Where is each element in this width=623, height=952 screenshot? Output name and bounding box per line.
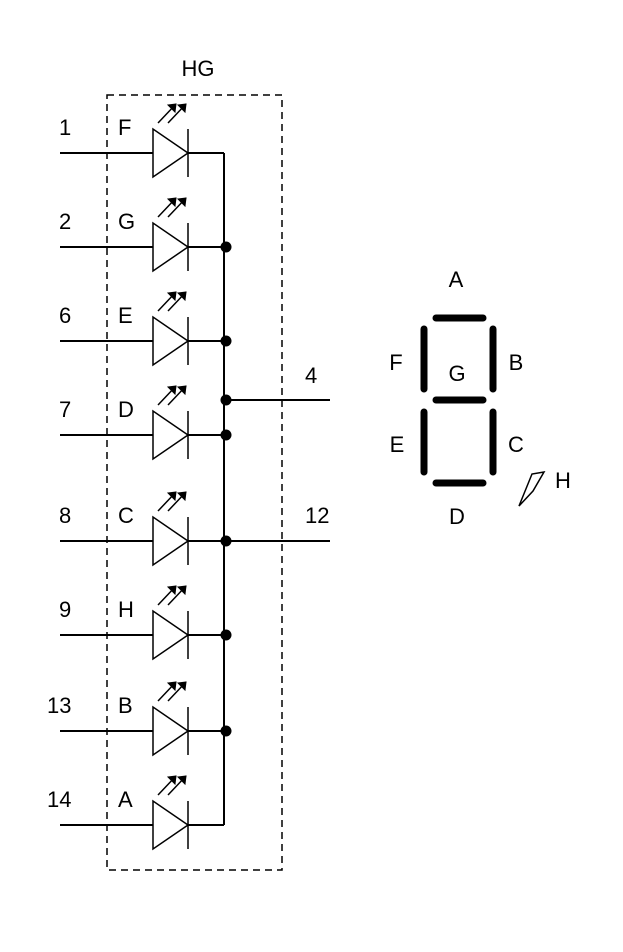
pin-number-label: 14	[47, 787, 71, 812]
segment-name-label: C	[118, 503, 134, 528]
segment-e-label: E	[390, 432, 405, 457]
pin-number-label: 9	[59, 597, 71, 622]
segment-g-label: G	[448, 361, 465, 386]
segment-d-label: D	[449, 504, 465, 529]
led-diode-triangle	[152, 409, 190, 461]
segment-a-label: A	[449, 267, 464, 292]
segment-b-label: B	[509, 350, 524, 375]
segment-name-label: H	[118, 597, 134, 622]
pin-number-label: 1	[59, 115, 71, 140]
light-emission-arrows-icon	[157, 491, 187, 512]
pin-number-label: 2	[59, 209, 71, 234]
pin-number-label: 6	[59, 303, 71, 328]
segment-name-label: E	[118, 303, 133, 328]
junction-dot	[220, 241, 232, 253]
light-emission-arrows-icon	[157, 385, 187, 406]
segment-name-label: B	[118, 693, 133, 718]
junction-dots	[220, 241, 232, 737]
junction-dot	[220, 629, 232, 641]
segment-name-label: A	[118, 787, 133, 812]
light-emission-arrows-icon	[157, 775, 187, 796]
light-emission-arrows-icon	[157, 291, 187, 312]
common-pin-12-label: 12	[305, 503, 329, 528]
segment-name-label: D	[118, 397, 134, 422]
segment-f-label: F	[389, 350, 402, 375]
segment-name-label: F	[118, 115, 131, 140]
light-emission-arrows-icon	[157, 681, 187, 702]
component-designator: HG	[182, 56, 215, 81]
seven-segment-display	[420, 314, 497, 487]
led-diode-triangle	[152, 609, 190, 661]
junction-dot	[220, 335, 232, 347]
common-pin-4-label: 4	[305, 363, 317, 388]
junction-dot	[220, 725, 232, 737]
led-diode-triangle	[152, 705, 190, 757]
led-row: 14 A	[47, 775, 224, 851]
led-diode-triangle	[152, 515, 190, 567]
pin-number-label: 8	[59, 503, 71, 528]
segment-name-label: G	[118, 209, 135, 234]
led-diode-triangle	[152, 221, 190, 273]
segment-h-label: H	[555, 468, 571, 493]
led-diode-triangle	[152, 799, 190, 851]
led-row: 13 B	[47, 681, 224, 757]
segment-c-label: C	[508, 432, 524, 457]
light-emission-arrows-icon	[157, 585, 187, 606]
light-emission-arrows-icon	[157, 197, 187, 218]
light-emission-arrows-icon	[157, 103, 187, 124]
segment-h-decimal-point	[518, 470, 546, 507]
junction-dot	[220, 394, 232, 406]
pin-number-label: 7	[59, 397, 71, 422]
junction-dot	[220, 535, 232, 547]
led-diode-triangle	[152, 315, 190, 367]
pin-number-label: 13	[47, 693, 71, 718]
component-boundary	[106, 94, 283, 871]
led-diode-triangle	[152, 127, 190, 179]
junction-dot	[220, 429, 232, 441]
